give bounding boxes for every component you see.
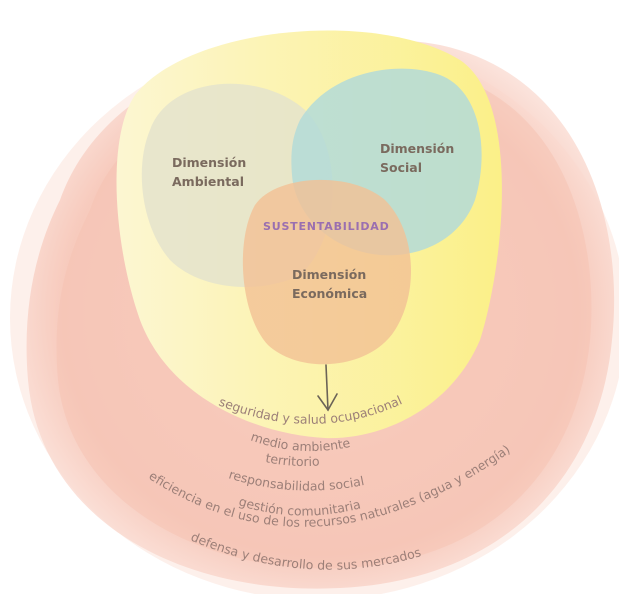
label-economica-line1: Dimensión	[292, 267, 366, 282]
arrow-down-icon	[317, 364, 338, 412]
label-economica-line2: Económica	[292, 286, 367, 301]
outer-item: territorio	[264, 450, 319, 469]
center-label: SUSTENTABILIDAD	[263, 220, 390, 233]
label-ambiental-line2: Ambiental	[172, 174, 244, 189]
circle-economica	[242, 179, 412, 365]
label-social-line2: Social	[380, 160, 422, 175]
label-ambiental-line1: Dimensión	[172, 155, 246, 170]
label-social-line1: Dimensión	[380, 141, 454, 156]
